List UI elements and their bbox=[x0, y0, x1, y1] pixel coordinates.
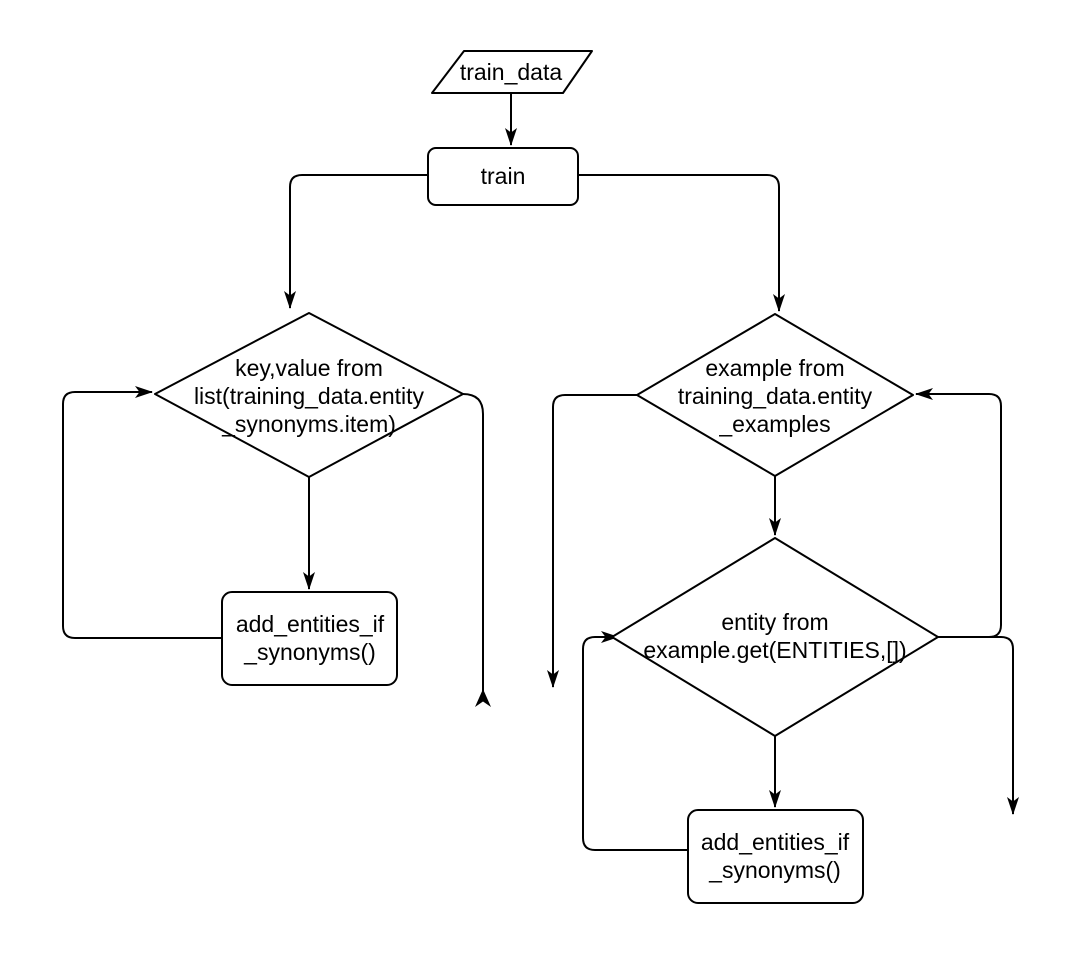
edge-synonyms-loop-exit bbox=[462, 393, 484, 701]
synonyms-loop-diamond bbox=[154, 312, 464, 478]
add-entities-left-label: add_entities_if _synonyms() bbox=[235, 611, 385, 665]
edge-train-to-synonyms-loop bbox=[284, 174, 428, 309]
entities-loop-diamond bbox=[611, 537, 939, 737]
train-label: train bbox=[480, 163, 526, 189]
nodes-group bbox=[154, 50, 939, 904]
edge-entities-loop-exit bbox=[938, 636, 1019, 815]
train-process-box bbox=[427, 147, 579, 206]
synonyms-loop-label: key,value from list(training_data.entity… bbox=[193, 355, 425, 437]
train-data-parallelogram bbox=[431, 50, 593, 94]
edges-group bbox=[62, 93, 1019, 851]
up-arrowhead-icon bbox=[475, 689, 491, 707]
add-entities-right-label: add_entities_if _synonyms() bbox=[700, 829, 850, 883]
add-entities-left-box bbox=[221, 591, 398, 686]
entities-loop-label: entity from example.get(ENTITIES,[]) bbox=[643, 609, 907, 663]
train-data-label: train_data bbox=[459, 59, 563, 85]
add-entities-right-box bbox=[687, 809, 864, 904]
edge-add-entities-left-loopback bbox=[62, 386, 222, 639]
edge-entities-loop-to-examples-loop-loopback bbox=[915, 388, 1002, 638]
edge-train-to-examples-loop bbox=[578, 174, 785, 312]
examples-loop-label: example from training_data.entity _examp… bbox=[677, 355, 873, 437]
edge-add-entities-right-loopback bbox=[582, 631, 688, 851]
examples-loop-diamond bbox=[636, 313, 914, 477]
edge-examples-loop-exit bbox=[547, 394, 637, 688]
